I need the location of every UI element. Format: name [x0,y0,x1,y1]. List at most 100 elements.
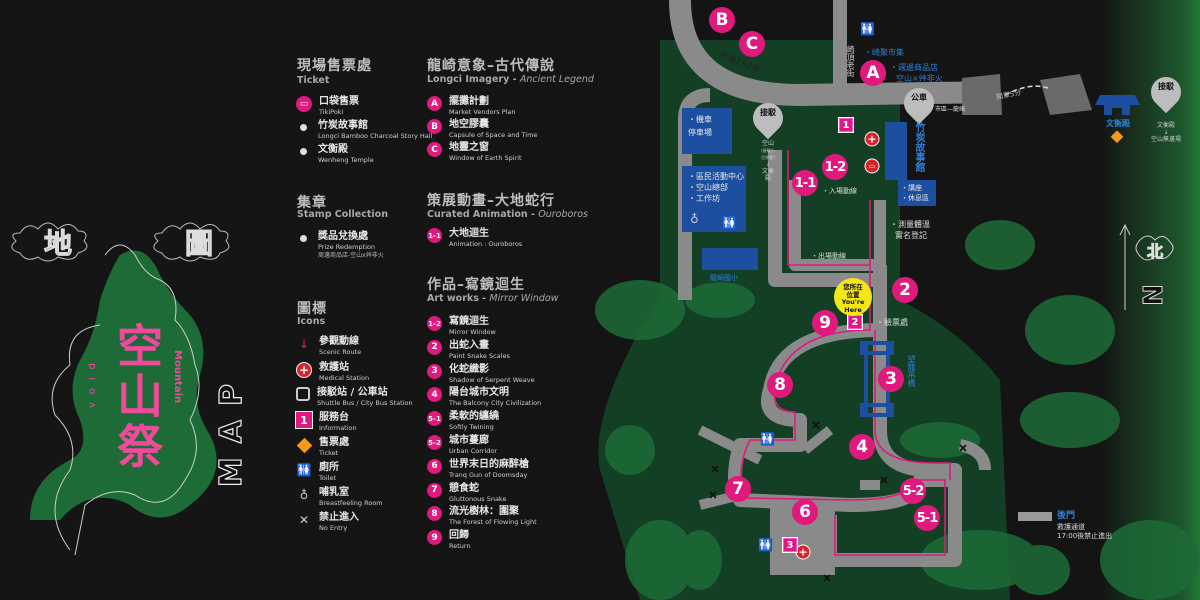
ticket-diamond-icon [1110,130,1124,144]
info-desk-2[interactable]: 2 [847,314,863,330]
info-desk-3[interactable]: 3 [782,537,798,553]
no-entry-icons [709,421,967,582]
temple-label: 文衡殿 [1106,119,1130,128]
tikipoki-icon: ▭ [296,96,312,112]
rescue-lane-label: 救護通道 [1057,523,1085,531]
market-label: ・崎聚市集 [864,48,904,57]
marker-7[interactable]: 7 [725,476,751,502]
ticket-title: 現場售票處 [297,58,372,74]
toilet-icon: 🚻 [758,538,773,552]
marker-5-2-icon: 5-2 [427,435,442,450]
lounge-building: ・講座 ・休息區 [898,180,936,206]
marker-5-1[interactable]: 5-1 [914,505,940,531]
artworks-subtitle: Art works - Mirror Window [427,293,559,304]
toilet-icon: 🚻 [760,432,775,446]
story-hall-building [885,122,907,180]
breastfeeding-icon: ♁ [690,212,699,226]
bridge-label: 望龍吊橋 [907,355,916,387]
back-gate-label: 後門 [1057,511,1076,521]
shop-label-2: 空山×艸非火 [896,74,943,83]
community-center-building: ・區民活動中心 ・空山總部 ・工作坊 [682,166,746,232]
marker-1-2[interactable]: 1-2 [822,154,848,180]
marker-a[interactable]: A [860,60,886,86]
shuttle-pin-temple-label: 接駁 [1158,82,1174,91]
marker-5-2[interactable]: 5-2 [900,478,926,504]
marker-C-icon: C [427,142,442,157]
imagery-title: 龍崎意象–古代傳說 [427,58,555,74]
info-desk-1[interactable]: 1 [838,117,854,133]
marker-4-icon: 4 [427,387,442,403]
marker-6[interactable]: 6 [792,499,818,525]
logo-mountain: Mountain [172,350,183,404]
medical-station-icon[interactable]: + [864,131,880,147]
compass-arrow [1119,223,1131,310]
logo-char-tu: 圖 [184,227,214,261]
marker-c[interactable]: C [739,31,765,57]
dot-icon [300,124,307,131]
marker-4[interactable]: 4 [849,434,875,460]
marker-5-1-icon: 5-1 [427,411,442,427]
bus-icon [296,387,310,401]
marker-8-icon: 8 [427,506,442,522]
marker-A-icon: A [427,96,442,111]
marker-2[interactable]: 2 [892,277,918,303]
marker-3[interactable]: 3 [878,366,904,392]
dot-icon [300,235,307,242]
story-hall-label: 竹炭故事館 [913,122,924,172]
no-entry-icon: ✕ [298,513,310,527]
medical-cross-icon: + [296,362,312,378]
entry-route-label: ・入場動線 [822,187,857,195]
school-label: 龍崎國小 [710,274,738,282]
icons-subtitle: Icons [297,316,326,327]
shuttle-route-1: 空山(接駁小巴停靠)↓文衡殿 [761,140,775,182]
imagery-subtitle: Longci Imagery - Ancient Legend [427,74,594,85]
dot-icon [300,148,307,155]
stamp-subtitle: Stamp Collection [297,209,388,220]
shuttle-pin-label: 接駁 [760,108,776,117]
stamp-title: 集章 [297,195,327,211]
tikipoki-icon[interactable]: ▭ [864,158,880,174]
old-street-label: 崎頂老街 [846,45,855,77]
ticket-check-label: ・驗票處 [876,318,908,327]
medical-station-icon[interactable]: + [795,544,811,560]
marker-1-1[interactable]: 1-1 [792,170,818,196]
trees [595,220,1200,600]
animation-title: 策展動畫–大地蛇行 [427,193,555,209]
rescue-time-label: 17:00後禁止進出 [1057,532,1113,540]
temp-check-label: ・測量體溫 [890,220,930,229]
marker-9-icon: 9 [427,530,442,546]
marker-b[interactable]: B [709,7,735,33]
marker-8[interactable]: 8 [767,372,793,398]
temple-building [1095,95,1140,115]
information-icon: 1 [295,411,313,429]
marker-7-icon: 7 [427,482,442,498]
city-bus-pin-label: 公車 [911,93,927,102]
scenic-route-arrow-icon: ↓ [298,337,310,351]
compass-outline [1135,235,1174,261]
toilet-icon: 🚻 [722,216,737,230]
logo-char-di: 地 [43,227,73,261]
city-route-label: 市區—龍崎 [935,106,966,113]
marker-9[interactable]: 9 [812,310,838,336]
ticket-subtitle: Ticket [297,75,330,86]
toilet-icon: 🚻 [296,463,312,477]
